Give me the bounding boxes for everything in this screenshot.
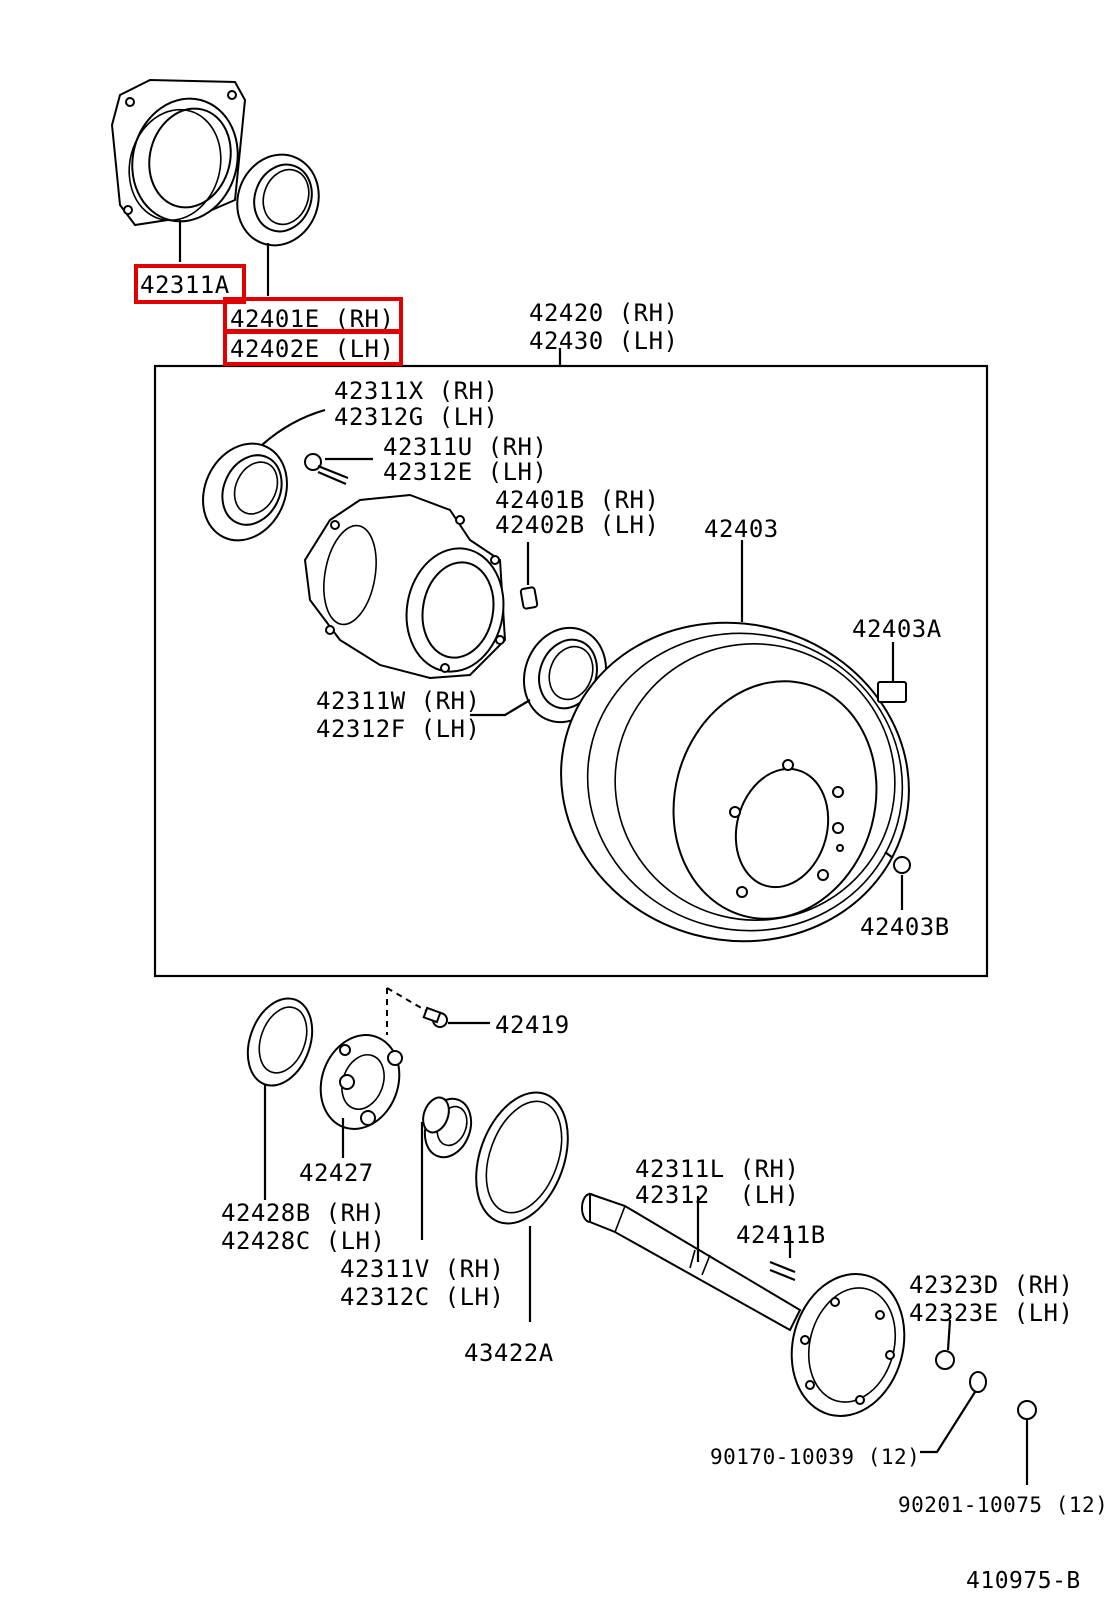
oil-seal-drawing [236, 153, 320, 247]
label-42312[interactable]: 42312 (LH) [635, 1181, 800, 1209]
label-42312C[interactable]: 42312C (LH) [340, 1283, 505, 1311]
label-42312F[interactable]: 42312F (LH) [316, 715, 481, 743]
retainer-flange-drawing [319, 1034, 403, 1130]
label-42312E[interactable]: 42312E (LH) [383, 458, 548, 486]
bearing-retainer-drawing [110, 78, 247, 227]
label-42428B[interactable]: 42428B (RH) [221, 1199, 386, 1227]
label-42403A[interactable]: 42403A [852, 615, 942, 643]
label-42402B[interactable]: 42402B (LH) [495, 511, 660, 539]
label-42402E[interactable]: 42402E (LH) [230, 335, 395, 363]
label-90170[interactable]: 90170-10039 (12) [710, 1445, 921, 1469]
label-43422A[interactable]: 43422A [464, 1339, 554, 1367]
label-42311W[interactable]: 42311W (RH) [316, 687, 481, 715]
highlight-42402E [223, 330, 403, 366]
label-42323E[interactable]: 42323E (LH) [909, 1299, 1074, 1327]
label-42420[interactable]: 42420 (RH) [529, 299, 679, 327]
label-42311V[interactable]: 42311V (RH) [340, 1255, 505, 1283]
label-42403[interactable]: 42403 [704, 515, 779, 543]
label-42312G[interactable]: 42312G (LH) [334, 403, 499, 431]
label-42401B[interactable]: 42401B (RH) [495, 486, 660, 514]
figure-code: 410975-B [966, 1568, 1081, 1594]
label-42311A[interactable]: 42311A [140, 271, 230, 299]
label-90201[interactable]: 90201-10075 (12) [898, 1493, 1108, 1517]
label-42323D[interactable]: 42323D (RH) [909, 1271, 1074, 1299]
label-42427[interactable]: 42427 [299, 1159, 374, 1187]
label-42403B[interactable]: 42403B [860, 913, 950, 941]
axle-seal-drawing [422, 1096, 473, 1159]
brake-drum-drawing [560, 621, 910, 943]
label-42428C[interactable]: 42428C (LH) [221, 1227, 386, 1255]
highlight-42401E [223, 297, 403, 333]
label-42311L[interactable]: 42311L (RH) [635, 1155, 800, 1183]
axle-shaft-drawing [581, 1192, 906, 1417]
label-42411B[interactable]: 42411B [736, 1221, 826, 1249]
label-42430[interactable]: 42430 (LH) [529, 327, 679, 355]
axle-gasket-drawing [475, 1091, 569, 1225]
label-42311X[interactable]: 42311X (RH) [334, 377, 499, 405]
label-42401E[interactable]: 42401E (RH) [230, 305, 395, 333]
gasket-drawing [246, 997, 314, 1087]
label-42311U[interactable]: 42311U (RH) [383, 433, 548, 461]
axle-hub-drawing [303, 493, 507, 680]
hub-bolt-drawing [304, 453, 349, 486]
highlight-42311A [134, 264, 246, 304]
assembly-frame [153, 364, 989, 978]
inner-bearing-drawing [202, 442, 288, 542]
label-42419[interactable]: 42419 [495, 1011, 570, 1039]
